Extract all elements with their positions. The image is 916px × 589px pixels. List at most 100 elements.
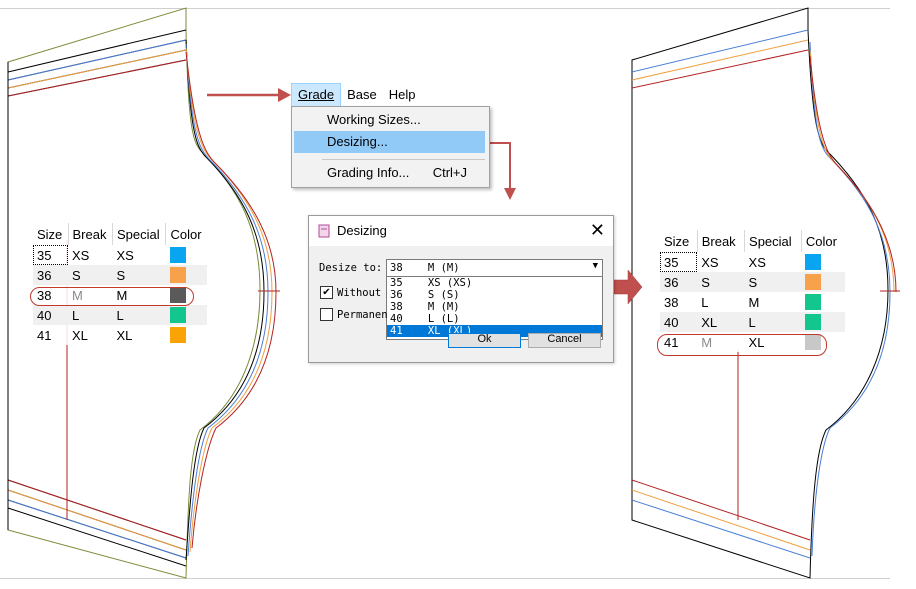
size-cell[interactable]: 40 <box>660 312 698 332</box>
table-row[interactable]: 38 M M <box>33 285 207 305</box>
menu-item-shortcut: Ctrl+J <box>432 165 467 180</box>
menu-bar: Grade Base Help <box>291 83 422 107</box>
color-cell[interactable] <box>801 252 845 272</box>
without-label: Without <box>337 287 382 299</box>
option-item[interactable]: 36 S (S) <box>390 289 460 301</box>
special-cell[interactable]: XL <box>116 327 133 343</box>
option-item[interactable]: 38 M (M) <box>390 301 460 313</box>
color-cell[interactable] <box>166 325 207 345</box>
chevron-down-icon[interactable]: ▼ <box>592 261 598 271</box>
color-cell[interactable] <box>801 292 845 312</box>
menu-item-grading-info[interactable]: Grading Info... Ctrl+J <box>294 162 487 184</box>
permanent-checkbox[interactable] <box>320 308 333 321</box>
header-size: Size <box>33 223 69 245</box>
top-divider <box>0 8 890 9</box>
header-break: Break <box>68 223 113 245</box>
color-cell[interactable] <box>166 245 207 265</box>
size-cell[interactable]: 36 <box>660 272 698 292</box>
color-swatch[interactable] <box>169 327 186 344</box>
size-table-before: Size Break Special Color 35 XS XS 36 S S… <box>33 223 207 345</box>
table-row[interactable]: 36 S S <box>33 265 207 285</box>
table-header: Size Break Special Color <box>660 230 845 252</box>
size-cell[interactable]: 41 <box>664 334 679 350</box>
size-cell[interactable]: 40 <box>33 305 68 325</box>
size-cell[interactable]: 41 <box>37 327 52 343</box>
header-color: Color <box>805 233 837 249</box>
menu-item-label: Working Sizes... <box>327 112 421 127</box>
special-cell[interactable]: S <box>112 265 166 285</box>
table-row[interactable]: 38 L M <box>660 292 845 312</box>
table-row[interactable]: 35 XS XS <box>33 245 207 265</box>
size-cell[interactable]: 38 <box>664 294 679 310</box>
color-swatch[interactable] <box>805 314 822 331</box>
break-cell[interactable]: L <box>701 294 709 310</box>
desize-to-label: Desize to: <box>319 262 383 274</box>
color-swatch[interactable] <box>805 294 822 311</box>
special-cell[interactable]: XS <box>748 254 766 270</box>
dialog-title: Desizing <box>337 223 387 238</box>
menu-item-working-sizes[interactable]: Working Sizes... <box>294 109 487 131</box>
break-cell[interactable]: S <box>697 272 745 292</box>
permanent-label: Permanen <box>337 309 388 321</box>
menu-base[interactable]: Base <box>347 87 377 102</box>
color-cell[interactable] <box>801 312 845 332</box>
highlight-ellipse-desized-row <box>657 334 827 356</box>
color-swatch[interactable] <box>805 254 822 271</box>
special-cell[interactable]: XS <box>116 247 134 263</box>
color-cell[interactable] <box>801 272 845 292</box>
menu-item-desizing[interactable]: Desizing... <box>314 131 485 153</box>
ok-button[interactable]: Ok <box>448 333 521 348</box>
table-row[interactable]: 41 XL XL <box>33 325 207 345</box>
header-size: Size <box>660 230 698 252</box>
table-row[interactable]: 40 L L <box>33 305 207 325</box>
break-cell[interactable]: XS <box>72 247 90 263</box>
dialog-titlebar: Desizing ✕ <box>309 216 613 246</box>
special-cell[interactable]: M <box>748 294 760 310</box>
color-swatch[interactable] <box>805 274 822 291</box>
table-row[interactable]: 36 S S <box>660 272 845 292</box>
header-break: Break <box>697 230 746 252</box>
color-swatch[interactable] <box>169 287 186 304</box>
pattern-piece-before <box>7 7 280 579</box>
color-cell[interactable] <box>166 285 207 305</box>
break-cell[interactable]: M <box>701 334 713 350</box>
cancel-button[interactable]: Cancel <box>528 333 601 348</box>
color-cell[interactable] <box>165 265 207 285</box>
table-row[interactable]: 40 XL L <box>660 312 845 332</box>
option-item[interactable]: 35 XS (XS) <box>390 277 473 289</box>
menu-grade[interactable]: Grade <box>291 83 342 107</box>
special-cell[interactable]: M <box>116 287 128 303</box>
special-cell[interactable]: L <box>744 312 802 332</box>
break-cell[interactable]: XL <box>72 327 88 343</box>
special-cell[interactable]: XL <box>748 334 765 350</box>
menu-item-label: Grading Info... <box>327 165 410 180</box>
color-cell[interactable] <box>165 305 207 325</box>
special-cell[interactable]: S <box>744 272 802 292</box>
header-special: Special <box>112 223 167 245</box>
without-checkbox[interactable]: ✔ <box>320 286 333 299</box>
break-cell[interactable]: L <box>68 305 113 325</box>
color-swatch[interactable] <box>169 247 186 264</box>
size-cell[interactable]: 38 <box>37 287 52 303</box>
size-cell[interactable]: 36 <box>33 265 68 285</box>
desize-options-list: 35 XS (XS) 36 S (S) 38 M (M) 40 L (L) 41… <box>386 276 603 340</box>
break-cell[interactable]: S <box>68 265 113 285</box>
size-cell[interactable]: 35 <box>33 245 68 265</box>
option-item[interactable]: 40 L (L) <box>390 313 460 325</box>
close-icon[interactable]: ✕ <box>589 220 605 240</box>
table-row[interactable]: 35 XS XS <box>660 252 845 272</box>
selected-value: 38 M (M) <box>390 262 460 274</box>
highlight-ellipse-base-size <box>30 287 194 306</box>
break-cell[interactable]: M <box>72 287 83 303</box>
size-cell[interactable]: 35 <box>660 252 698 272</box>
break-cell[interactable]: XL <box>697 312 745 332</box>
color-swatch[interactable] <box>169 267 186 284</box>
break-cell[interactable]: XS <box>701 254 719 270</box>
table-header: Size Break Special Color <box>33 223 207 245</box>
bottom-divider <box>0 578 890 579</box>
special-cell[interactable]: L <box>112 305 166 325</box>
desizing-dialog: Desizing ✕ Desize to: 38 M (M) ▼ 35 XS (… <box>308 215 614 363</box>
menu-help[interactable]: Help <box>388 87 416 102</box>
color-swatch[interactable] <box>169 307 186 324</box>
menu-separator <box>322 159 485 160</box>
